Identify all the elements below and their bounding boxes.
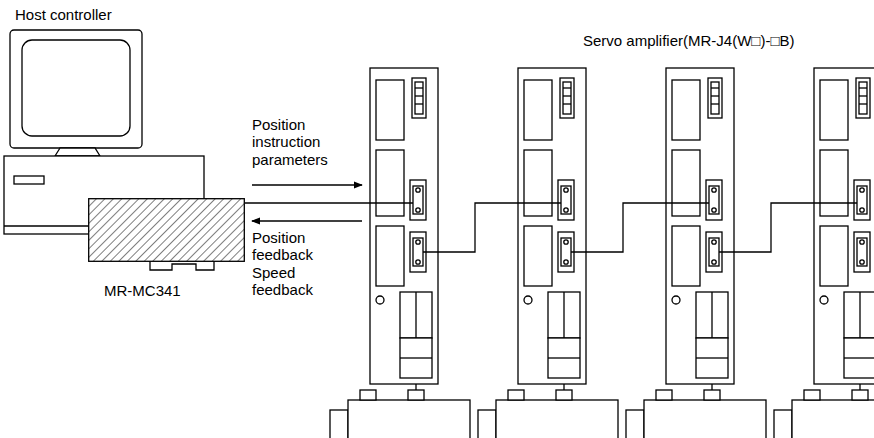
servo-amplifier [330, 68, 470, 438]
signal-label: Position instruction parameters [252, 116, 328, 168]
hatched-board [88, 198, 245, 262]
group-heading: Servo amplifier(MR-J4(W□)-□B) [583, 32, 794, 49]
host-controller: Host controllerMR-MC341 [5, 2, 264, 312]
controller-board: MR-MC341 [88, 198, 245, 262]
communication-cable [719, 203, 857, 252]
signal-arrows [252, 185, 362, 221]
communication-cable [571, 203, 709, 252]
communication-cable [245, 202, 413, 203]
wiring [245, 203, 857, 252]
signal-label: Position feedback Speed feedback [252, 229, 313, 298]
servo-amplifier [478, 68, 618, 438]
instruction-arrow [252, 184, 362, 185]
board-name: MR-MC341 [104, 282, 181, 299]
device-name: Host controller [15, 6, 274, 23]
servo-amplifiers [330, 68, 874, 438]
communication-cable [423, 203, 561, 252]
feedback-arrow [252, 220, 362, 221]
servo-amplifier [774, 68, 874, 438]
servo-amplifier [626, 68, 766, 438]
